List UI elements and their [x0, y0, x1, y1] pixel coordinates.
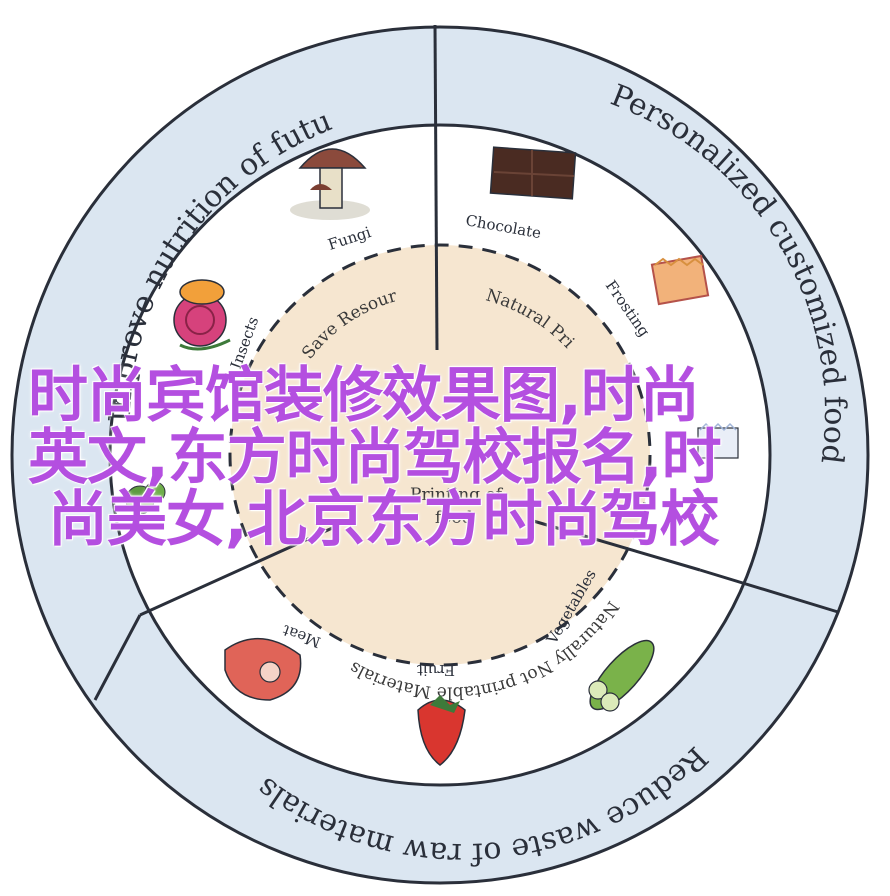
meat-icon: [224, 638, 302, 701]
divider-top: [433, 24, 439, 351]
center-label-1: Printing of: [410, 485, 504, 505]
fruit-icon: [417, 695, 466, 766]
cake-icon: [697, 422, 739, 459]
divider-left-outer: [93, 614, 142, 701]
center-label-2: food: [435, 508, 473, 528]
insects-icon: [173, 279, 231, 351]
chocolate-icon: [489, 146, 577, 200]
inner-disk: [228, 243, 652, 667]
frosting-icon: [650, 254, 710, 306]
overlay-watermark-text: 时尚宾馆装修效果图,时尚 英文,东方时尚驾校报名,时 尚美女,北京东方时尚驾校: [28, 361, 722, 555]
divider-left-inner: [139, 518, 351, 617]
vegetables-icon: [588, 639, 655, 712]
divider-right-inner: [529, 518, 701, 572]
divider-right: [699, 568, 839, 614]
broccoli-icon: [125, 481, 166, 515]
item-label-fruit: Fruit: [417, 661, 455, 679]
fungi-icon: [290, 148, 370, 220]
